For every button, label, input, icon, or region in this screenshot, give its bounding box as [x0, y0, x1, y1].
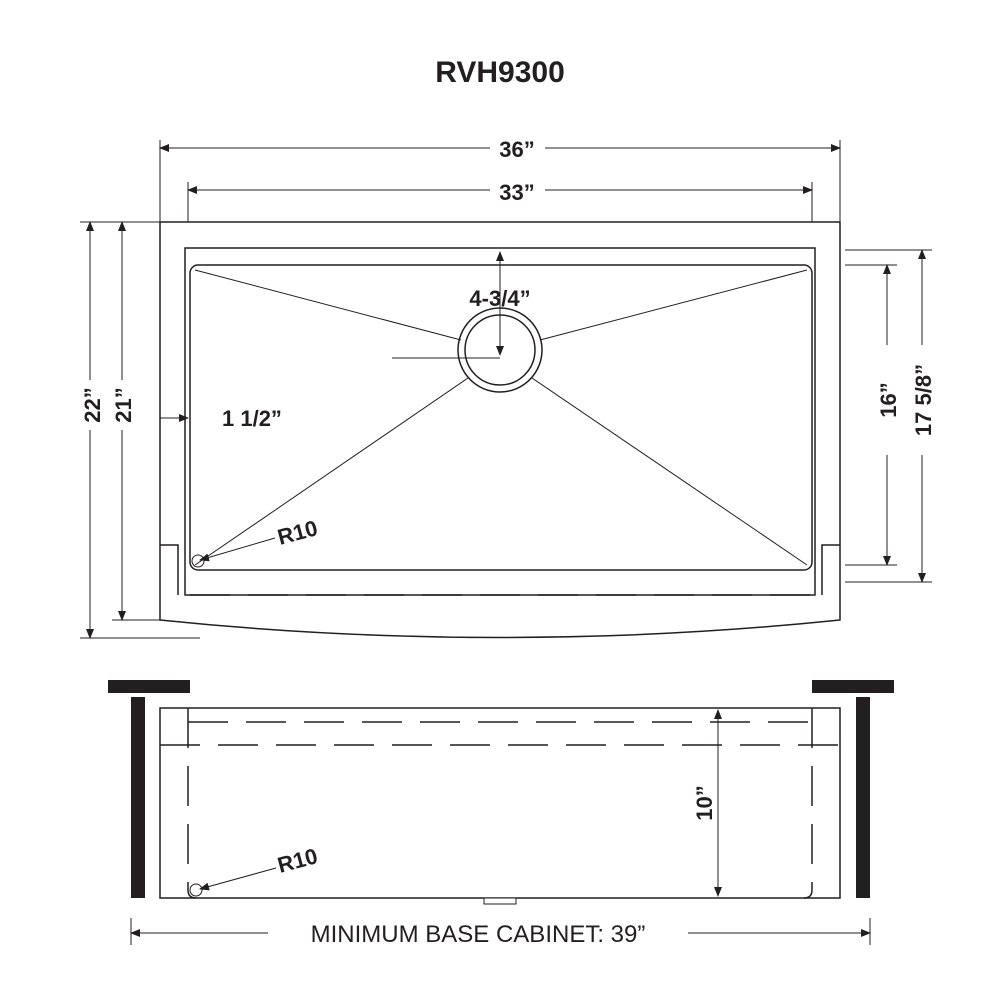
- cabinet-wall-right: [856, 697, 870, 898]
- side-view: 10” R10 MINIMUM BASE CABINET: 39”: [108, 680, 894, 948]
- side-radius-label: R10: [275, 843, 320, 878]
- depth-22-label: 22”: [80, 387, 105, 422]
- depth-21-label: 21”: [111, 387, 136, 422]
- countertop-right: [812, 680, 894, 693]
- drain-offset-label: 4-3/4”: [469, 286, 530, 311]
- depth-17-5-8-label: 17 5/8”: [911, 364, 936, 436]
- top-view: 4-3/4” 36” 33” 22” 21” 1 1/2” R10: [78, 137, 936, 639]
- min-cabinet-label: MINIMUM BASE CABINET: 39”: [311, 921, 646, 948]
- width-36-label: 36”: [499, 137, 534, 162]
- model-title: RVH9300: [435, 56, 565, 89]
- sink-outline: [159, 221, 841, 639]
- countertop-left: [108, 680, 190, 693]
- sink-side: [159, 707, 841, 899]
- apron-offset-label: 1 1/2”: [222, 406, 282, 431]
- radius-label: R10: [275, 515, 320, 550]
- width-33-label: 33”: [499, 180, 534, 205]
- depth-16-label: 16”: [876, 382, 901, 417]
- cabinet-wall-left: [131, 697, 145, 898]
- height-10-label: 10”: [692, 785, 717, 820]
